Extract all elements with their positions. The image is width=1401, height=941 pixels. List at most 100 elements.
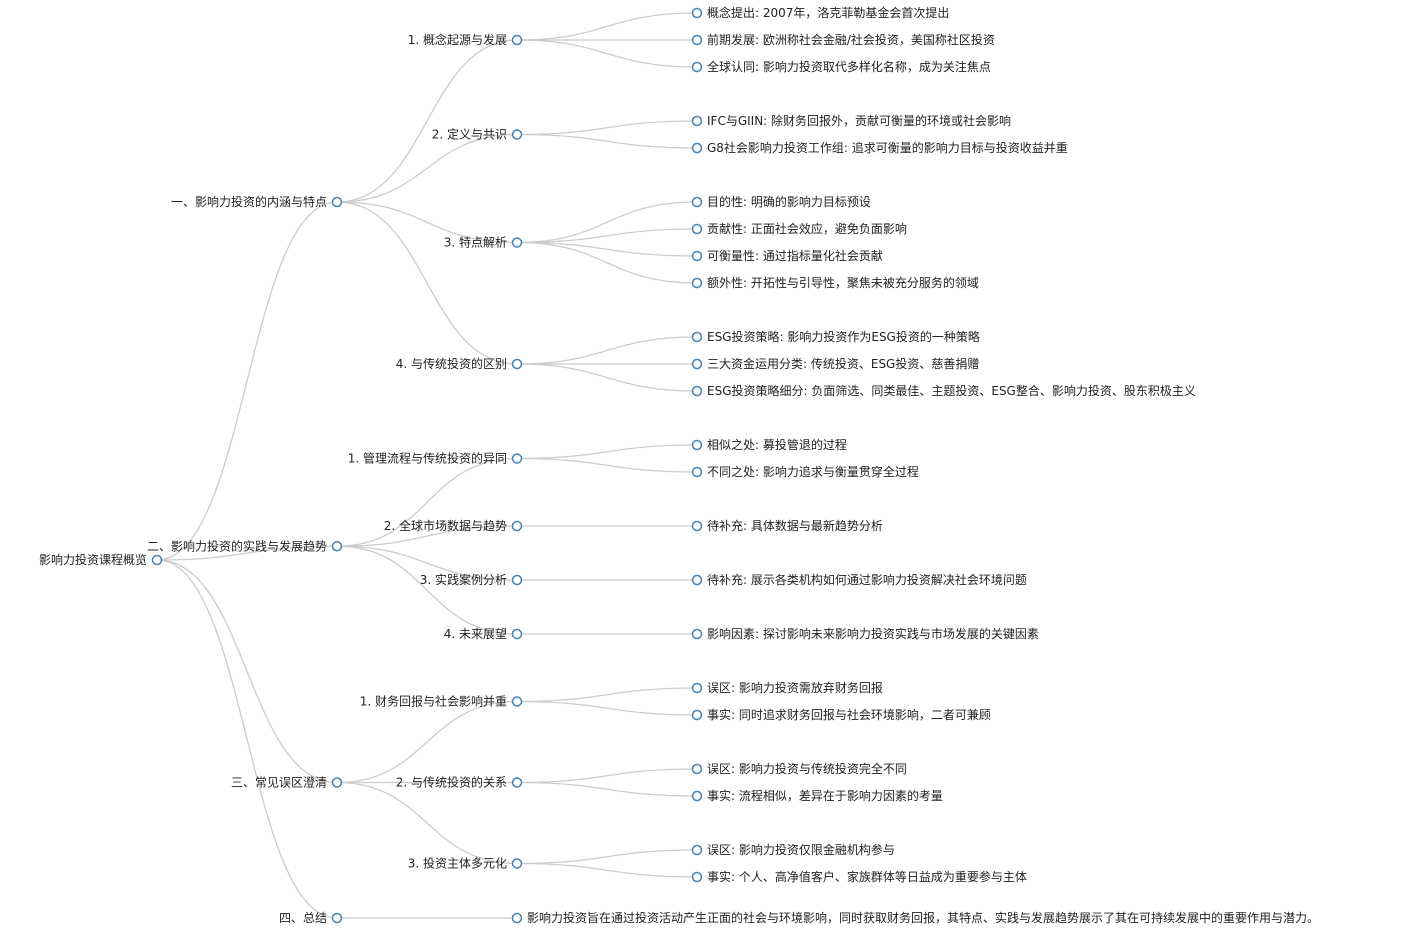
node-toggle-icon[interactable] xyxy=(511,696,523,707)
link-root-children-2-children-0-children-0 xyxy=(516,687,698,703)
leaf-node[interactable]: 影响因素: 探讨影响未来影响力投资实践与市场发展的关键因素 xyxy=(691,626,1039,641)
node-toggle-icon[interactable] xyxy=(511,358,523,370)
leaf-node[interactable]: 目的性: 明确的影响力目标预设 xyxy=(691,194,871,209)
node-label: 3. 投资主体多元化 xyxy=(408,856,507,871)
leaf-node[interactable]: 贡献性: 正面社会效应，避免负面影响 xyxy=(691,221,907,236)
branch-node[interactable]: 4. 与传统投资的区别 xyxy=(396,356,523,371)
node-toggle-icon[interactable] xyxy=(691,385,703,397)
node-label: 目的性: 明确的影响力目标预设 xyxy=(707,194,871,209)
link-root-children-0-children-2-children-3 xyxy=(516,241,698,284)
node-label: 二、影响力投资的实践与发展趋势 xyxy=(147,538,327,553)
branch-node[interactable]: 3. 投资主体多元化 xyxy=(408,856,523,871)
node-label: 2. 定义与共识 xyxy=(432,127,507,142)
leaf-node[interactable]: 前期发展: 欧洲称社会金融/社会投资，美国称社区投资 xyxy=(691,32,995,47)
link-root-children-2-children-1-children-0 xyxy=(516,768,698,784)
leaf-node[interactable]: 不同之处: 影响力追求与衡量贯穿全过程 xyxy=(691,464,919,479)
node-label: 误区: 影响力投资仅限金融机构参与 xyxy=(707,842,895,857)
node-toggle-icon[interactable] xyxy=(331,912,343,924)
node-toggle-icon[interactable] xyxy=(511,129,523,140)
node-label: 事实: 个人、高净值客户、家族群体等日益成为重要参与主体 xyxy=(707,869,1027,884)
node-toggle-icon[interactable] xyxy=(511,574,523,586)
link-root-children-2-children-2 xyxy=(336,781,518,865)
leaf-node[interactable]: 影响力投资旨在通过投资活动产生正面的社会与环境影响，同时获取财务回报，其特点、实… xyxy=(511,910,1320,925)
node-toggle-icon[interactable] xyxy=(511,777,523,788)
leaf-node[interactable]: 可衡量性: 通过指标量化社会贡献 xyxy=(691,248,883,263)
node-label: 1. 管理流程与传统投资的异同 xyxy=(348,451,507,466)
node-toggle-icon[interactable] xyxy=(691,790,703,802)
leaf-node[interactable]: 三大资金运用分类: 传统投资、ESG投资、慈善捐赠 xyxy=(691,356,980,371)
node-toggle-icon[interactable] xyxy=(691,331,703,343)
node-toggle-icon[interactable] xyxy=(691,34,703,46)
node-toggle-icon[interactable] xyxy=(151,554,163,566)
leaf-node[interactable]: ESG投资策略细分: 负面筛选、同类最佳、主题投资、ESG整合、影响力投资、股东… xyxy=(691,383,1196,398)
node-toggle-icon[interactable] xyxy=(691,7,703,19)
node-toggle-icon[interactable] xyxy=(511,858,523,869)
node-label: 可衡量性: 通过指标量化社会贡献 xyxy=(707,248,883,263)
leaf-node[interactable]: 待补充: 具体数据与最新趋势分析 xyxy=(691,518,883,533)
node-toggle-icon[interactable] xyxy=(331,777,343,788)
leaf-node[interactable]: IFC与GIIN: 除财务回报外，贡献可衡量的环境或社会影响 xyxy=(691,113,1012,128)
node-toggle-icon[interactable] xyxy=(511,237,523,248)
root-node[interactable]: 影响力投资课程概览 xyxy=(39,552,163,567)
node-toggle-icon[interactable] xyxy=(511,520,523,532)
node-toggle-icon[interactable] xyxy=(691,358,703,370)
node-label: 额外性: 开拓性与引导性，聚焦未被充分服务的领域 xyxy=(707,275,979,290)
leaf-node[interactable]: 误区: 影响力投资仅限金融机构参与 xyxy=(691,842,895,857)
branch-node[interactable]: 三、常见误区澄清 xyxy=(231,775,343,790)
node-toggle-icon[interactable] xyxy=(511,628,523,640)
node-toggle-icon[interactable] xyxy=(511,34,523,46)
node-toggle-icon[interactable] xyxy=(691,871,703,883)
leaf-node[interactable]: 相似之处: 募投管退的过程 xyxy=(691,437,847,452)
node-toggle-icon[interactable] xyxy=(691,466,703,478)
leaf-node[interactable]: 全球认同: 影响力投资取代多样化名称，成为关注焦点 xyxy=(691,59,991,74)
branch-node[interactable]: 四、总结 xyxy=(279,911,343,925)
node-label: 贡献性: 正面社会效应，避免负面影响 xyxy=(707,221,907,236)
leaf-node[interactable]: 误区: 影响力投资与传统投资完全不同 xyxy=(691,761,907,776)
branch-node[interactable]: 二、影响力投资的实践与发展趋势 xyxy=(147,538,343,553)
branch-node[interactable]: 2. 与传统投资的关系 xyxy=(396,775,523,790)
branch-node[interactable]: 1. 概念起源与发展 xyxy=(408,32,523,47)
branch-node[interactable]: 1. 管理流程与传统投资的异同 xyxy=(348,451,523,466)
node-toggle-icon[interactable] xyxy=(691,709,703,721)
node-toggle-icon[interactable] xyxy=(691,574,703,586)
node-toggle-icon[interactable] xyxy=(691,277,703,289)
branch-node[interactable]: 4. 未来展望 xyxy=(444,627,523,641)
node-label: 前期发展: 欧洲称社会金融/社会投资，美国称社区投资 xyxy=(707,32,995,47)
leaf-node[interactable]: 误区: 影响力投资需放弃财务回报 xyxy=(691,680,883,695)
node-label: 三、常见误区澄清 xyxy=(231,775,327,790)
leaf-node[interactable]: 事实: 同时追求财务回报与社会环境影响，二者可兼顾 xyxy=(691,707,991,722)
node-label: G8社会影响力投资工作组: 追求可衡量的影响力目标与投资收益并重 xyxy=(707,140,1068,155)
leaf-node[interactable]: 事实: 流程相似，差异在于影响力因素的考量 xyxy=(691,788,943,803)
branch-node[interactable]: 一、影响力投资的内涵与特点 xyxy=(171,194,343,209)
node-label: 2. 与传统投资的关系 xyxy=(396,775,507,790)
branch-node[interactable]: 1. 财务回报与社会影响并重 xyxy=(360,694,523,709)
leaf-node[interactable]: 事实: 个人、高净值客户、家族群体等日益成为重要参与主体 xyxy=(691,869,1027,884)
node-toggle-icon[interactable] xyxy=(691,115,703,127)
leaf-node[interactable]: G8社会影响力投资工作组: 追求可衡量的影响力目标与投资收益并重 xyxy=(691,140,1068,155)
node-toggle-icon[interactable] xyxy=(691,142,703,154)
branch-node[interactable]: 2. 定义与共识 xyxy=(432,127,523,142)
node-toggle-icon[interactable] xyxy=(331,541,343,552)
leaf-node[interactable]: 概念提出: 2007年，洛克菲勒基金会首次提出 xyxy=(691,5,950,20)
node-toggle-icon[interactable] xyxy=(331,196,343,208)
node-toggle-icon[interactable] xyxy=(691,223,703,235)
node-toggle-icon[interactable] xyxy=(691,439,703,451)
leaf-node[interactable]: 待补充: 展示各类机构如何通过影响力投资解决社会环境问题 xyxy=(691,572,1027,587)
node-toggle-icon[interactable] xyxy=(691,844,703,856)
node-toggle-icon[interactable] xyxy=(691,682,703,694)
link-root-children-0-children-1-children-0 xyxy=(516,120,698,136)
node-label: ESG投资策略: 影响力投资作为ESG投资的一种策略 xyxy=(707,329,980,344)
leaf-node[interactable]: 额外性: 开拓性与引导性，聚焦未被充分服务的领域 xyxy=(691,275,979,290)
branch-node[interactable]: 3. 实践案例分析 xyxy=(420,572,523,587)
node-toggle-icon[interactable] xyxy=(691,250,703,262)
node-toggle-icon[interactable] xyxy=(691,628,703,640)
node-toggle-icon[interactable] xyxy=(691,61,703,73)
node-toggle-icon[interactable] xyxy=(511,912,523,924)
node-toggle-icon[interactable] xyxy=(691,763,703,775)
node-toggle-icon[interactable] xyxy=(511,453,523,464)
node-toggle-icon[interactable] xyxy=(691,520,703,532)
branch-node[interactable]: 2. 全球市场数据与趋势 xyxy=(384,518,523,533)
leaf-node[interactable]: ESG投资策略: 影响力投资作为ESG投资的一种策略 xyxy=(691,329,980,344)
branch-node[interactable]: 3. 特点解析 xyxy=(444,235,523,250)
node-toggle-icon[interactable] xyxy=(691,196,703,208)
